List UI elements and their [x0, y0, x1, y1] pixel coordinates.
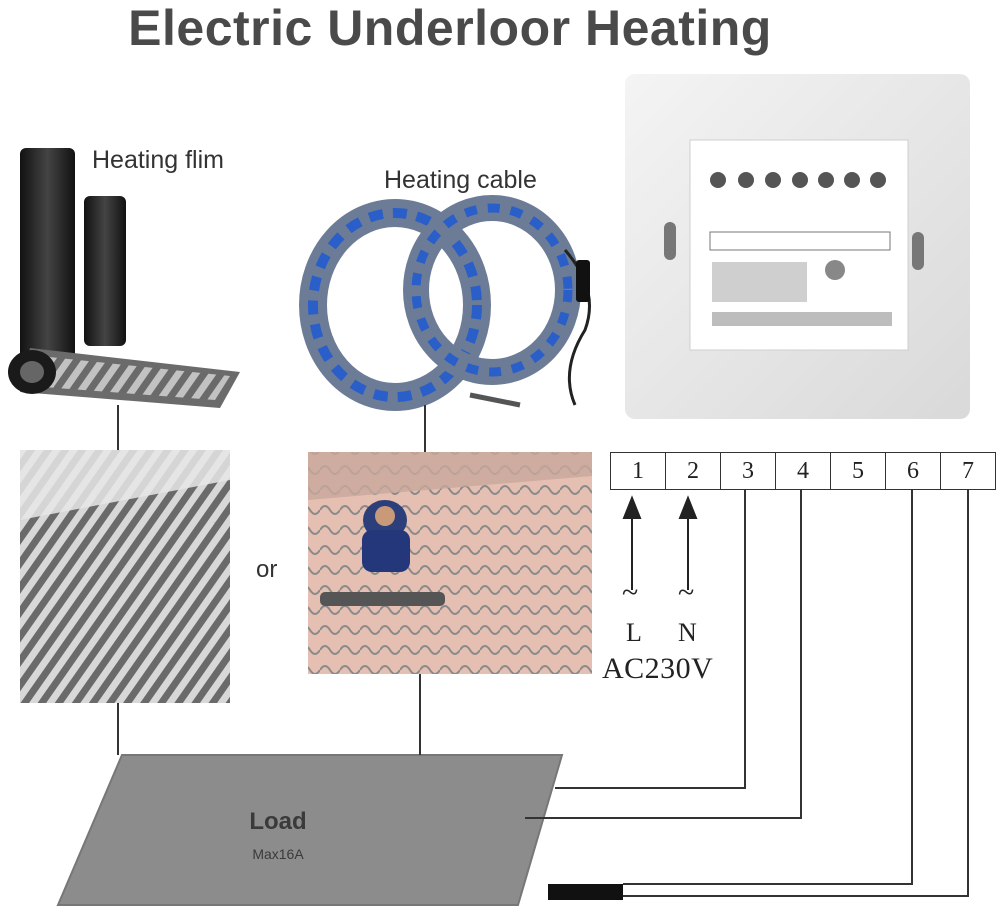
terminal-6: 6 [886, 453, 941, 489]
terminal-7: 7 [962, 458, 974, 484]
or-label: or [256, 556, 278, 583]
terminal-3: 3 [721, 453, 776, 489]
terminal-wiring [525, 490, 969, 897]
connector-lines [117, 405, 426, 755]
terminal-1: 1 [611, 453, 666, 489]
floor-sensor-probe [548, 884, 623, 900]
load-label: Load [249, 808, 307, 835]
terminal-5: 5 [831, 453, 886, 489]
live-label: L [626, 618, 642, 647]
load-plate [56, 754, 564, 906]
heating-cable-coils [299, 195, 591, 411]
neutral-label: N [678, 618, 697, 647]
heating-film-label: Heating flim [92, 146, 224, 174]
l-ac-symbol: ~ [622, 576, 639, 609]
thermostat-photo [625, 74, 970, 419]
terminal-2: 2 [666, 453, 721, 489]
diagram-title: Electric Underloor Heating [128, 0, 772, 56]
voltage-label: AC230V [602, 652, 714, 685]
n-ac-symbol: ~ [678, 576, 695, 609]
heating-cable-floor-photo [308, 452, 592, 674]
heating-cable-label: Heating cable [384, 166, 537, 194]
heating-film-floor-photo [20, 450, 230, 703]
terminal-4: 4 [776, 453, 831, 489]
terminal-strip: 1 2 3 4 5 6 7 [610, 452, 996, 490]
input-arrows [622, 495, 698, 590]
load-max-current: Max16A [252, 846, 304, 862]
heating-film-rolls [8, 148, 240, 408]
